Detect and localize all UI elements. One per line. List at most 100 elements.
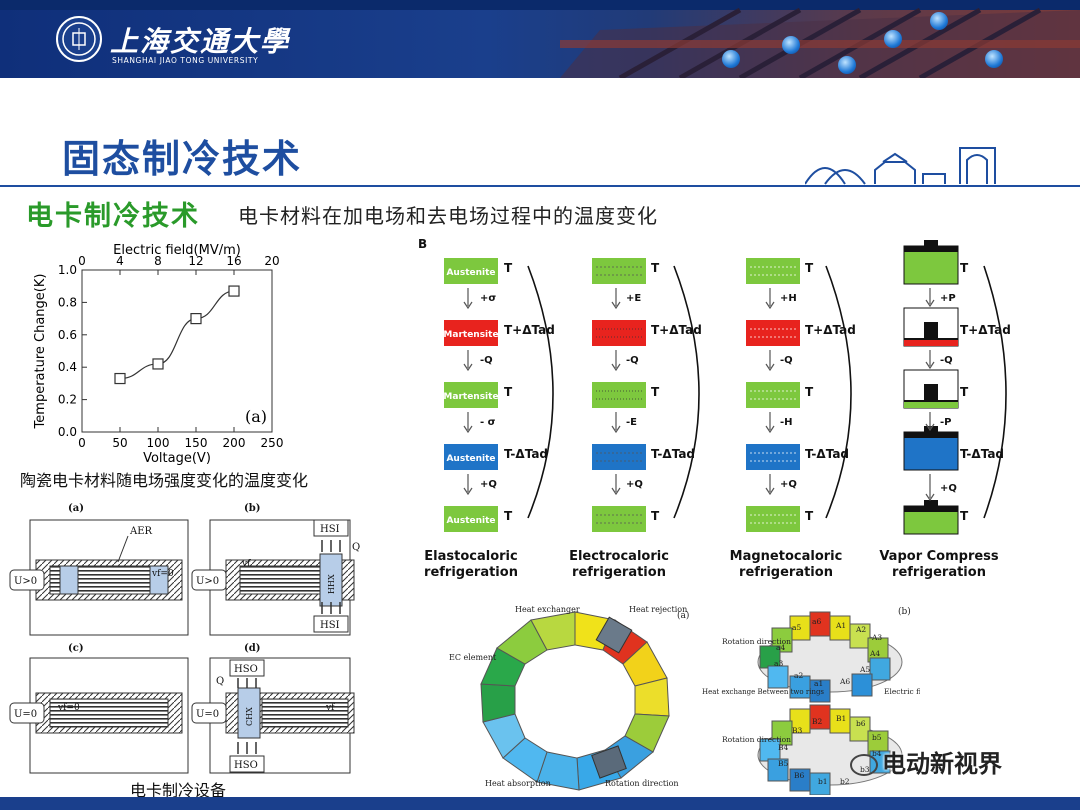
top-tick-label: 20 (264, 254, 279, 268)
series-line (119, 290, 235, 380)
state-label: T-ΔTad (805, 447, 849, 461)
state-label: T+ΔTad (651, 323, 702, 337)
ring-a-label-heat-rejection: Heat rejection (629, 605, 687, 614)
university-seal-icon (56, 16, 102, 62)
state-label: T-ΔTad (504, 447, 548, 461)
process-label: - σ (480, 417, 496, 428)
ring-a-label-rotation: Rotation direction (605, 779, 679, 788)
ring-b-rotation-upper: Rotation direction (722, 637, 791, 646)
chx-label: CHX (245, 707, 254, 726)
y-axis-title: Temperature Change(K) (33, 274, 48, 430)
hsi-top-box (313, 519, 349, 537)
block-b5: B5 (778, 759, 789, 768)
y-tick-label: 0.4 (58, 360, 77, 374)
process-label: -E (626, 417, 637, 428)
ring-a-label-heat-absorption: Heat absorption (485, 779, 551, 788)
chart-caption: 陶瓷电卡材料随电场强度变化的温度变化 (20, 471, 309, 490)
block-a6: A6 (839, 677, 850, 686)
block-b5-lower: b5 (872, 733, 882, 742)
q-label-d: Q (216, 676, 224, 687)
state-label: T (960, 385, 969, 399)
material-label: Austenite (446, 268, 495, 278)
x-tick-label: 150 (185, 436, 208, 450)
x-tick-label: 0 (78, 436, 86, 450)
block-a3: A3 (871, 633, 882, 642)
lamp-icon (884, 30, 902, 48)
block-a2: A2 (855, 625, 866, 634)
y-tick-label: 0.8 (58, 295, 77, 309)
process-label: +Q (780, 479, 797, 490)
state-label: T (504, 509, 513, 523)
ring-b-panel: (b) (898, 606, 911, 617)
process-label: +σ (480, 293, 496, 304)
u-zero-d: U=0 (196, 709, 219, 720)
u-pos-b: U>0 (196, 576, 219, 587)
material-label: Martensite (443, 330, 498, 340)
chx-block (237, 687, 261, 739)
cycle-arrow (673, 265, 700, 519)
process-label: +H (780, 293, 797, 304)
lamp-icon (838, 56, 856, 74)
cycle-arrow (825, 265, 852, 519)
x-tick-label: 250 (261, 436, 284, 450)
column-title: Electrocaloric (569, 549, 669, 564)
block-b1-lower: b1 (818, 777, 828, 786)
process-label: +E (626, 293, 641, 304)
device-caption: 电卡制冷设备 (130, 781, 227, 800)
process-arrows (463, 288, 935, 502)
hhx-label: HHX (327, 574, 336, 594)
y-tick-label: 0.0 (58, 425, 77, 439)
process-label: -Q (480, 355, 493, 366)
ring-a-panel: (a) (677, 610, 689, 621)
gate-outline-icon (805, 147, 996, 185)
process-label: +Q (940, 483, 957, 494)
state-label: T+ΔTad (805, 323, 856, 337)
elastocaloric-column: Austenite Martensite Martensite Austenit… (424, 258, 555, 580)
state-label: T-ΔTad (651, 447, 695, 461)
cycle-arrow (527, 265, 554, 519)
aer-label: AER (129, 526, 153, 537)
top-axis-title: Electric field(MV/m) (113, 243, 241, 258)
block-b4: B4 (778, 743, 789, 752)
data-point (152, 358, 164, 370)
process-label: -Q (780, 355, 793, 366)
material-label: Austenite (446, 454, 495, 464)
block-a2-lower: a2 (794, 671, 803, 680)
y-tick-label: 1.0 (58, 263, 77, 277)
block-a1: A1 (835, 621, 846, 630)
section-description: 电卡材料在加电场和去电场过程中的温度变化 (238, 204, 658, 228)
block-a6-lower: a6 (812, 617, 821, 626)
vf-d: vf (325, 703, 335, 713)
y-tick-label: 0.2 (58, 393, 77, 407)
block-b6: B6 (794, 771, 805, 780)
column-title: refrigeration (739, 565, 833, 580)
block-a5-lower: a5 (792, 623, 801, 632)
lamp-icon (930, 12, 948, 30)
x-axis-title: Voltage(V) (143, 451, 211, 465)
state-label: T (805, 385, 814, 399)
magnetocaloric-column: +H -Q -H +Q T T+ΔTad T T-ΔTad T Magnetoc… (730, 258, 856, 580)
process-label: +Q (480, 479, 497, 490)
ring-a-label-heat-exchanger-1: Heat exchanger (515, 605, 580, 614)
ring-b-rotation-lower: Rotation direction (722, 735, 791, 744)
x-tick-label: 50 (112, 436, 127, 450)
ring-segments (480, 611, 670, 791)
caloric-cycles-figure: B Austenite Martensite Martensite Austen… (418, 237, 1011, 580)
hso-top-label: HSO (234, 664, 258, 675)
process-label: -P (940, 417, 951, 428)
title-divider (0, 185, 1080, 187)
hsi-bottom-label: HSI (320, 620, 340, 631)
state-label: T (805, 261, 814, 275)
ec-ring-device-a: Heat exchanger Heat rejection EC element… (449, 605, 689, 791)
column-title: Vapor Compress (879, 549, 999, 564)
state-label: T+ΔTad (504, 323, 555, 337)
block-b1: B1 (836, 714, 846, 723)
series-points (114, 285, 240, 385)
hso-bottom-label: HSO (234, 760, 258, 771)
state-label: T (651, 261, 660, 275)
state-label: T (960, 509, 969, 523)
voltage-source-a (9, 569, 45, 591)
ec-device-diagram: (a) U>0 AER vf=0 (b) HHX HSI HSI Q U>0 v… (9, 503, 360, 774)
